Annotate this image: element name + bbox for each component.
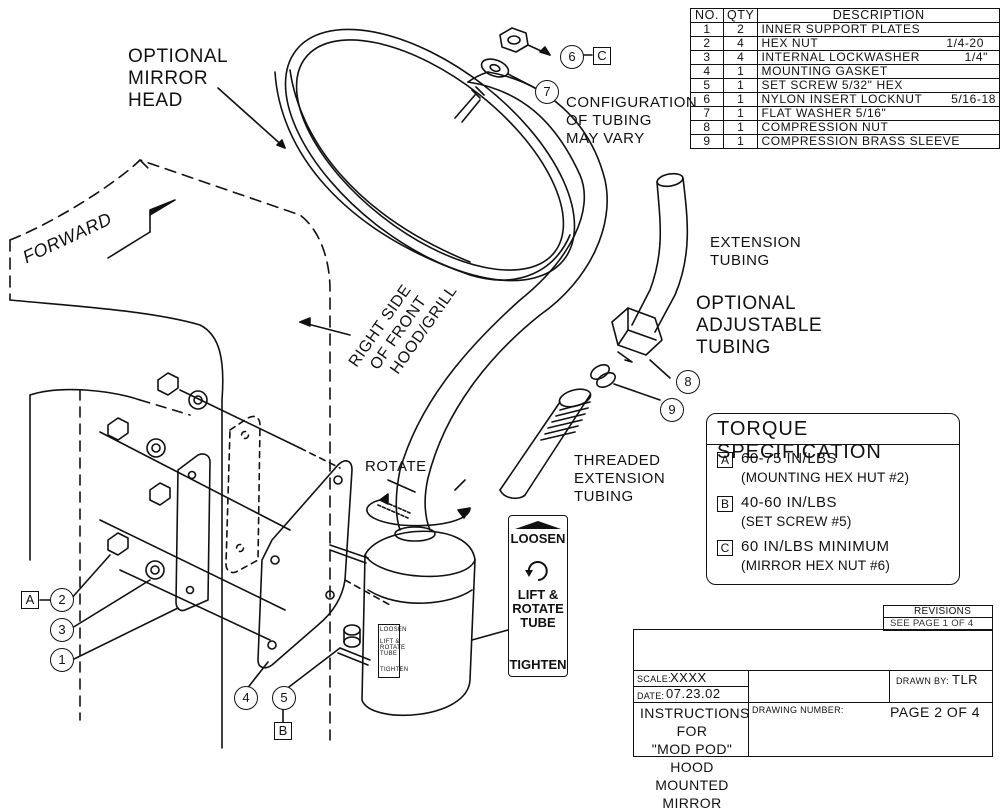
parts-table-header: NO. QTY DESCRIPTION [690, 8, 1000, 23]
label-configuration: CONFIGURATION OF TUBING MAY VARY [566, 94, 698, 147]
drawing-number-value: PAGE 2 OF 4 [890, 704, 981, 720]
inner-plate-1 [175, 453, 211, 612]
drawn-by-value: TLR [952, 672, 979, 687]
inner-plate-2 [225, 415, 261, 574]
date-value: 07.23.02 [666, 686, 721, 701]
label-optional-mirror-head: OPTIONAL MIRROR HEAD [128, 46, 229, 111]
callout-2: 2 [50, 588, 74, 612]
sticker-loosen: LOOSEN [510, 531, 566, 546]
assembly-drawing [9, 27, 689, 749]
drawn-by-label: DRAWN BY: [896, 676, 949, 686]
compression-nut-8 [611, 307, 671, 379]
drawing-number-label: DRAWING NUMBER: [752, 705, 844, 715]
callout-4: 4 [234, 686, 258, 710]
title-block: SCALE: XXXX DATE: 07.23.02 DRAWN BY: TLR… [633, 629, 993, 811]
hex-nuts [107, 372, 179, 556]
revisions-box: REVISIONS SEE PAGE 1 OF 4 [883, 605, 993, 631]
hood-outline [9, 159, 331, 741]
scale-label: SCALE: [637, 674, 671, 684]
torque-title: TORQUE SPECIFICATION [717, 418, 882, 463]
gasket-4 [257, 460, 353, 669]
label-extension-tubing: EXTENSION TUBING [710, 234, 802, 269]
mini-sticker: LOOSEN LIFT & ROTATE TUBE TIGHTEN [378, 624, 408, 678]
threaded-tube [499, 388, 592, 500]
torque-note-a: (MOUNTING HEX HUT #2) [741, 470, 910, 485]
rotate-arrow [366, 499, 471, 527]
flag-c: C [593, 47, 611, 65]
set-screw-5 [343, 624, 361, 648]
callout-1: 1 [50, 648, 74, 672]
torque-value-a: 60-75 IN/LBS [741, 450, 838, 467]
sticker-lift-rotate: LIFT & ROTATE TUBE [512, 587, 564, 630]
torque-key-b: B [717, 496, 733, 512]
torque-value-c: 60 IN/LBS MINIMUM [741, 538, 890, 555]
main-tube [395, 71, 608, 531]
sticker-tighten: TIGHTEN [509, 657, 567, 672]
torque-key-a: A [717, 452, 733, 468]
rotate-icon [525, 561, 548, 581]
up-arrow-icon [515, 521, 561, 529]
callout-3: 3 [50, 618, 74, 642]
torque-value-b: 40-60 IN/LBS [741, 494, 838, 511]
forward-arrow [107, 199, 176, 259]
label-rotate: ROTATE [365, 458, 427, 475]
callout-5: 5 [272, 686, 296, 710]
extension-tube [631, 172, 689, 333]
torque-key-c: C [717, 540, 733, 556]
sleeve-9 [590, 363, 661, 401]
torque-note-b: (SET SCREW #5) [741, 514, 852, 529]
flag-a: A [21, 591, 39, 609]
callout-7: 7 [535, 80, 559, 104]
drawing-title: INSTRUCTIONS FOR "MOD POD" HOOD MOUNTED … [640, 705, 750, 811]
label-optional-adjustable-tubing: OPTIONAL ADJUSTABLE TUBING [696, 293, 823, 358]
scale-value: XXXX [670, 670, 707, 685]
rotate-sticker: LOOSEN LIFT & ROTATE TUBE TIGHTEN [508, 515, 568, 677]
torque-specification: TORQUE SPECIFICATION A 60-75 IN/LBS (MOU… [706, 413, 960, 585]
callout-9: 9 [660, 398, 684, 422]
hood-solid [9, 299, 224, 749]
callout-6: 6 [560, 45, 584, 69]
flag-b: B [274, 722, 292, 740]
label-threaded-extension: THREADED EXTENSION TUBING [574, 452, 666, 505]
lockwashers [145, 390, 208, 580]
date-label: DATE: [637, 691, 665, 701]
pod-housing [361, 526, 476, 717]
callout-8: 8 [676, 370, 700, 394]
torque-note-c: (MIRROR HEX NUT #6) [741, 558, 891, 573]
hood-inner-dashed [79, 389, 191, 721]
